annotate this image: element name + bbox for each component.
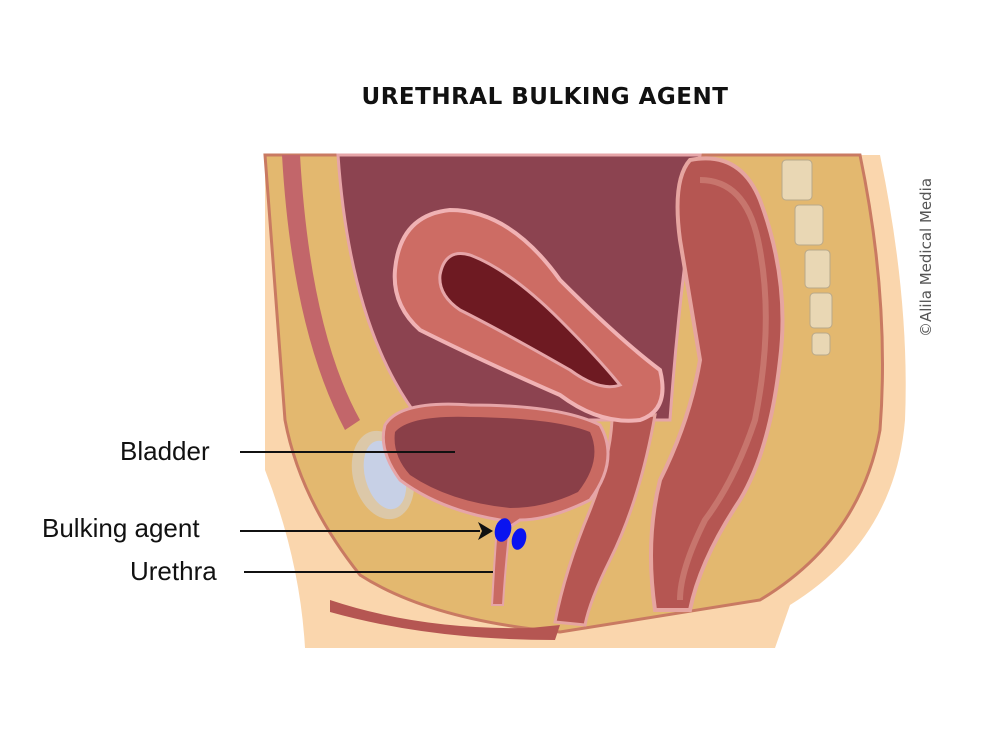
arrowhead-icon <box>478 522 493 540</box>
urethra <box>490 524 512 606</box>
bladder-label: Bladder <box>120 436 210 466</box>
bulking-agent-label: Bulking agent <box>42 513 200 543</box>
bulking-agent-deposit <box>494 518 512 542</box>
uterine-cavity <box>438 252 623 389</box>
rectum <box>649 156 785 612</box>
perineum <box>330 600 560 640</box>
bulking-agent-deposit <box>511 528 527 550</box>
sacrum-vertebrae <box>781 159 833 356</box>
bladder-cavity <box>394 416 595 508</box>
copyright-watermark: ©Alila Medical Media <box>917 177 935 337</box>
diagram-title: URETHRAL BULKING AGENT <box>361 84 729 110</box>
urethra-label: Urethra <box>130 556 217 586</box>
abdominal-muscle <box>282 155 360 430</box>
